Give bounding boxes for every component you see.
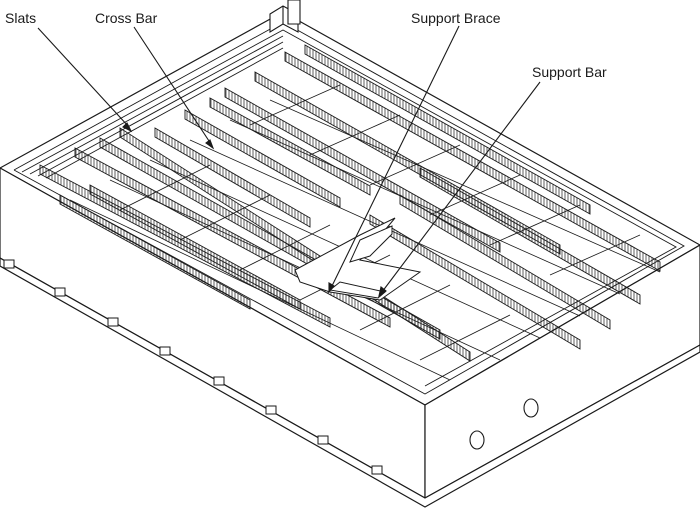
slat	[89, 184, 301, 310]
slat	[59, 194, 251, 310]
label-slats: Slats	[5, 10, 36, 26]
slat	[154, 127, 311, 228]
slats	[39, 44, 661, 362]
table-front-side	[424, 244, 700, 499]
leader-arrow-cross-bar	[205, 139, 215, 150]
support-brace-shape	[349, 225, 393, 263]
label-support-bar: Support Bar	[532, 64, 607, 80]
slat	[209, 97, 371, 196]
drain-holes	[469, 398, 539, 450]
table-base-strip	[0, 257, 700, 508]
slat	[184, 109, 341, 208]
table-feet	[3, 259, 383, 475]
leader-arrow-support-brace	[328, 282, 335, 294]
callout-labels: Slats Cross Bar Support Brace Support Ba…	[5, 10, 607, 80]
label-cross-bar: Cross Bar	[95, 10, 158, 26]
slat	[419, 167, 641, 305]
slat	[224, 87, 501, 253]
slat	[304, 44, 591, 215]
exposed-support-area	[294, 217, 422, 301]
leader-arrow-support-bar	[378, 286, 387, 298]
slat	[284, 51, 661, 272]
slat	[399, 194, 611, 330]
leader-arrow-slats	[122, 122, 133, 133]
label-support-brace: Support Brace	[411, 10, 501, 26]
corner-post	[269, 0, 301, 33]
leader-lines	[37, 25, 541, 298]
slat	[369, 214, 581, 350]
